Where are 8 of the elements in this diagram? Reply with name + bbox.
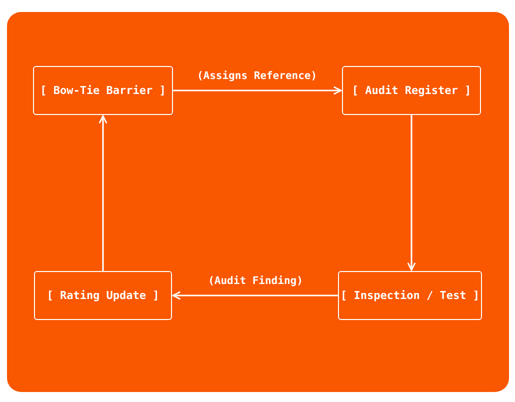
arrow bbox=[173, 86, 342, 95]
arrow bbox=[98, 115, 108, 271]
arrow bbox=[172, 291, 338, 300]
process-box: [ Rating Update ] bbox=[34, 271, 172, 320]
process-box: [ Bow-Tie Barrier ] bbox=[33, 66, 173, 115]
process-box: [ Inspection / Test ] bbox=[338, 271, 482, 320]
arrow bbox=[407, 115, 416, 271]
process-box: [ Audit Register ] bbox=[342, 66, 481, 115]
